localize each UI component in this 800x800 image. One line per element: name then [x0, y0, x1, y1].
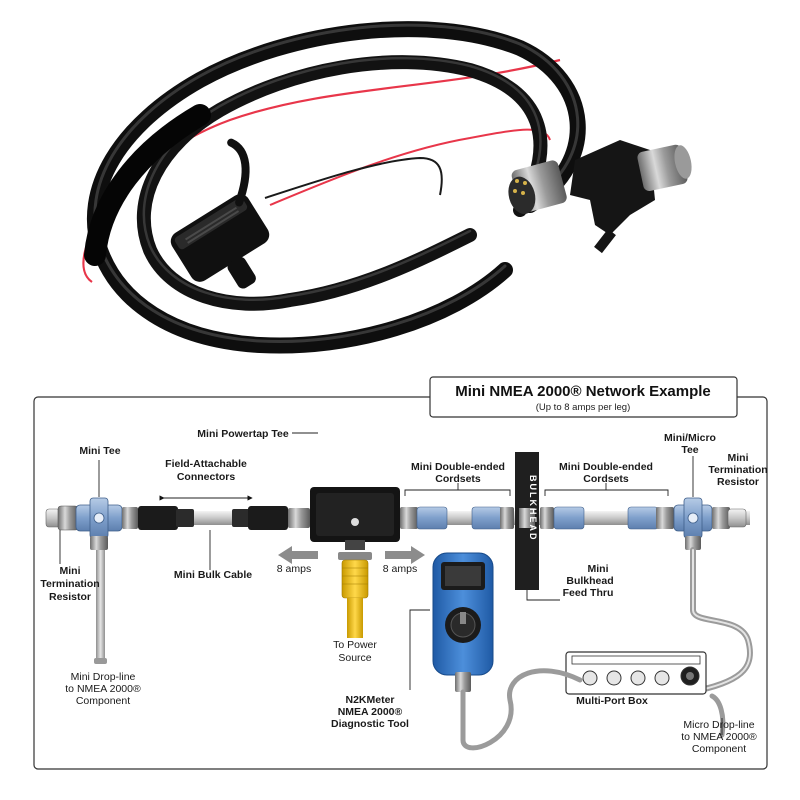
label-mini-drop-1: Mini Drop-line	[71, 671, 136, 683]
mini-drop-line	[96, 550, 105, 662]
label-n2kmeter-1: N2KMeter	[345, 694, 394, 706]
label-mini-term-left-2: Termination	[40, 578, 99, 590]
label-micro-drop-3: Component	[692, 743, 746, 755]
bulkhead-label: BULKHEAD	[528, 475, 538, 542]
label-mini-bulkhead-3: Feed Thru	[563, 587, 614, 599]
label-micro-drop-1: Micro Drop-line	[683, 719, 754, 731]
black-wire	[264, 156, 443, 199]
label-micro-drop-2: to NMEA 2000®	[681, 731, 757, 743]
label-mini-term-right-1: Mini	[728, 452, 749, 464]
label-mini-micro-tee-2: Tee	[681, 444, 698, 456]
amps-arrow-left	[278, 546, 318, 564]
label-double-ended-left-2: Cordsets	[435, 473, 481, 485]
label-field-attachable-2: Connectors	[177, 471, 236, 483]
mini-powertap-tee	[310, 487, 400, 550]
tee-connector-icon	[570, 140, 692, 254]
label-mini-term-right-2: Termination	[708, 464, 767, 476]
label-n2kmeter-2: NMEA 2000®	[338, 706, 403, 718]
label-to-power-2: Source	[338, 652, 371, 664]
label-multi-port-box: Multi-Port Box	[576, 695, 648, 707]
label-amps-left: 8 amps	[277, 563, 311, 575]
cable-sheath	[84, 104, 211, 266]
mini-micro-tee	[673, 497, 713, 550]
label-to-power-1: To Power	[333, 639, 377, 651]
label-mini-powertap-tee: Mini Powertap Tee	[197, 428, 289, 440]
label-mini-term-right-3: Resistor	[717, 476, 759, 488]
label-field-attachable-1: Field-Attachable	[165, 458, 247, 470]
label-double-ended-left-1: Mini Double-ended	[411, 461, 505, 473]
label-mini-bulk-cable: Mini Bulk Cable	[174, 569, 252, 581]
label-mini-micro-tee-1: Mini/Micro	[664, 432, 716, 444]
cable-loop-outer	[86, 21, 586, 354]
double-ended-cordsets-right	[540, 506, 674, 530]
leader-lines	[59, 432, 723, 735]
double-ended-cordsets-left	[400, 506, 514, 530]
label-mini-bulkhead-1: Mini	[588, 563, 609, 575]
right-termination-resistor	[712, 507, 747, 529]
label-mini-term-left-3: Resistor	[49, 591, 91, 603]
diagram-title: Mini NMEA 2000® Network Example	[455, 383, 711, 400]
fuse-holder-icon	[170, 138, 270, 289]
m12-connector-icon	[508, 160, 567, 214]
cable-loop-inner	[136, 55, 548, 311]
product-photo	[82, 21, 692, 354]
meter-cable	[460, 668, 583, 751]
label-mini-drop-2: to NMEA 2000®	[65, 683, 141, 695]
bulkhead: BULKHEAD	[515, 452, 539, 590]
power-drop	[338, 552, 372, 638]
label-mini-tee: Mini Tee	[79, 445, 120, 457]
amps-arrow-right	[385, 546, 425, 564]
multi-port-box	[565, 651, 707, 695]
label-amps-right: 8 amps	[383, 563, 417, 575]
diagram-subtitle: (Up to 8 amps per leg)	[536, 402, 631, 413]
field-attachable-connectors	[138, 506, 310, 530]
label-n2kmeter-3: Diagnostic Tool	[331, 718, 409, 730]
label-double-ended-right-2: Cordsets	[583, 473, 629, 485]
label-double-ended-right-1: Mini Double-ended	[559, 461, 653, 473]
left-mini-tee	[75, 497, 138, 550]
label-mini-bulkhead-2: Bulkhead	[566, 575, 613, 587]
red-wire-lower	[269, 128, 551, 206]
n2kmeter-icon	[432, 552, 494, 692]
label-mini-term-left-1: Mini	[60, 565, 81, 577]
title-box: Mini NMEA 2000® Network Example (Up to 8…	[429, 376, 738, 418]
label-mini-drop-3: Component	[76, 695, 130, 707]
left-termination-resistor	[45, 505, 79, 531]
